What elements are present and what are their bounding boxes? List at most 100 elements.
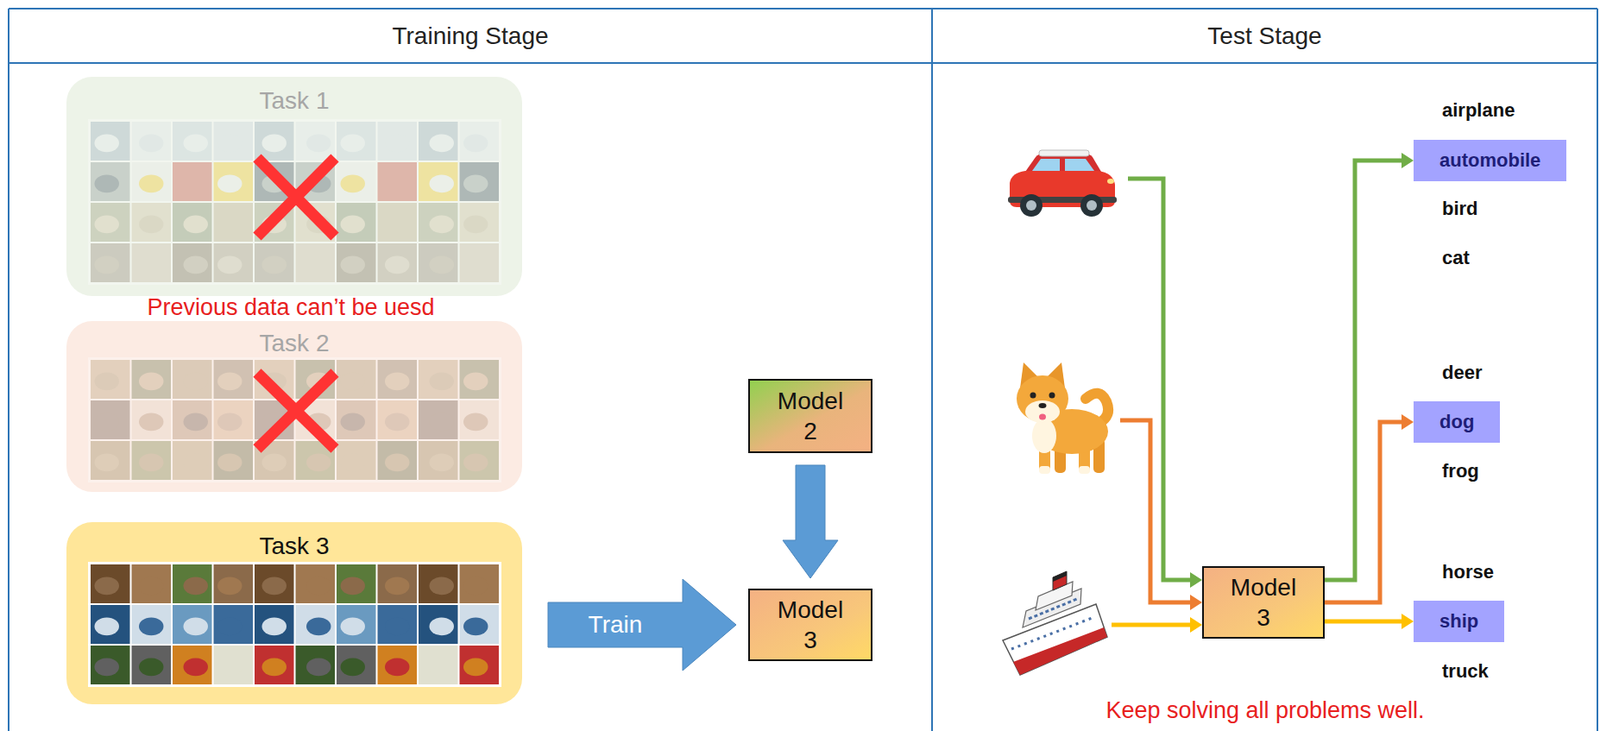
thumbnail-object [262, 256, 288, 275]
thumbnail [214, 121, 254, 161]
thumbnail [214, 243, 254, 283]
thumbnail [418, 645, 459, 685]
class-highlight: automobile [1413, 139, 1567, 182]
grid-ground [88, 357, 502, 483]
thumbnail-object [262, 617, 288, 637]
thumbnail [132, 202, 172, 242]
thumbnail [336, 121, 377, 161]
thumbnail-object [340, 134, 366, 153]
thumbnail-object [384, 413, 410, 432]
thumbnail-group [88, 561, 502, 687]
block-arrow [782, 465, 838, 579]
thumbnail-object [463, 175, 489, 194]
thumbnail [377, 564, 418, 604]
thumbnail [377, 645, 418, 685]
thumbnail-object [217, 577, 243, 596]
thumbnail-object [262, 577, 288, 596]
cross-mark [257, 372, 335, 449]
thumbnail [336, 604, 377, 644]
connector [548, 579, 737, 671]
thumbnail-object [463, 453, 489, 473]
thumbnail-object [217, 413, 243, 432]
thumbnail-object [463, 256, 489, 275]
thumbnail-object [306, 453, 332, 473]
thumbnail-object [183, 215, 209, 234]
ship-windows [1028, 598, 1078, 619]
thumbnail [132, 121, 172, 161]
thumbnail-object [183, 658, 209, 677]
thumbnail-object [429, 215, 455, 234]
thumbnail [132, 604, 172, 644]
thumbnail [172, 645, 213, 685]
thumbnail [418, 400, 459, 440]
arrow-label: Train [588, 611, 643, 639]
thumbnail-object [138, 175, 164, 194]
thumbnail-object [217, 215, 243, 234]
thumbnail-object [429, 372, 455, 391]
thumbnail-object [94, 413, 120, 432]
class-highlight: ship [1413, 600, 1505, 643]
connector-line [1324, 619, 1404, 624]
thumbnail [377, 400, 418, 440]
thumbnail [296, 243, 336, 283]
thumbnail [214, 162, 254, 202]
class-name: ship [1439, 610, 1479, 633]
class-name: cat [1442, 247, 1470, 269]
thumbnail-object [138, 215, 164, 234]
thumbnail [214, 645, 254, 685]
thumbnail-object [306, 256, 332, 275]
header-text: Test Stage [1207, 22, 1322, 51]
thumbnail-object [138, 256, 164, 275]
thumbnail [132, 243, 172, 283]
thumbnail [336, 359, 377, 399]
thumbnail-object [217, 134, 243, 153]
thumbnail [336, 162, 377, 202]
thumbnail-object [384, 175, 410, 194]
thumbnail [418, 359, 459, 399]
cross-mark [257, 157, 335, 237]
thumbnail-object [183, 577, 209, 596]
thumbnail-object [138, 413, 164, 432]
car-hub [1086, 200, 1097, 211]
thumbnail-object [94, 134, 120, 153]
table-border [8, 8, 1598, 731]
class-highlight: dog [1413, 401, 1500, 443]
thumbnail [214, 440, 254, 480]
thumbnail [132, 162, 172, 202]
thumbnail-object [340, 617, 366, 637]
thumbnail-object [306, 577, 332, 596]
class-name: automobile [1439, 149, 1541, 172]
thumbnail [377, 359, 418, 399]
thumbnail [254, 564, 295, 604]
thumbnail [296, 564, 336, 604]
thumbnail-object [138, 658, 164, 677]
connector [1324, 152, 1414, 580]
thumbnail [459, 359, 500, 399]
border-line [8, 7, 1598, 10]
thumbnail [172, 440, 213, 480]
arrow-head [1190, 594, 1203, 611]
thumbnail [418, 202, 459, 242]
input-arrows [1111, 178, 1203, 633]
car-window [1064, 158, 1095, 171]
thumbnail-object [340, 577, 366, 596]
thumbnail [336, 645, 377, 685]
thumbnail-object [429, 413, 455, 432]
connector [1324, 613, 1414, 630]
border-line [7, 8, 10, 731]
thumbnail-object [463, 215, 489, 234]
thumbnail-object [340, 413, 366, 432]
connector [1324, 414, 1414, 603]
arrow-head [1190, 617, 1203, 633]
thumbnail [377, 162, 418, 202]
thumbnail-object [217, 175, 243, 194]
thumbnail [296, 645, 336, 685]
thumbnail [172, 202, 213, 242]
ship-portholes [1011, 617, 1095, 649]
border-line [1596, 8, 1599, 731]
thumbnail [214, 359, 254, 399]
thumbnail-object [183, 413, 209, 432]
thumbnail-object [340, 453, 366, 473]
thumbnail [418, 243, 459, 283]
thumbnail [214, 604, 254, 644]
